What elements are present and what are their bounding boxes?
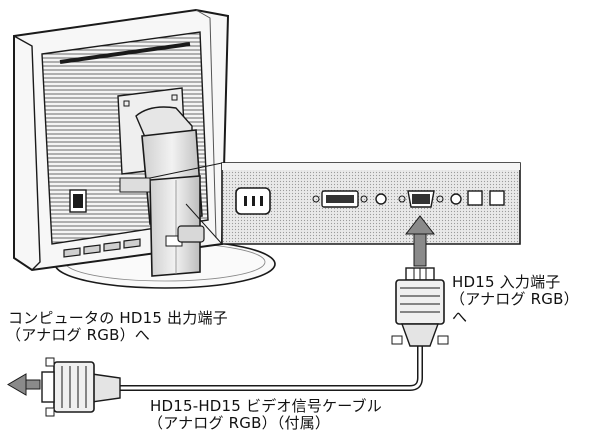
audio-jack-icon	[375, 193, 387, 205]
dvi-port-icon	[312, 190, 368, 208]
hd15-input-label-line2: （アナログ RGB）	[450, 290, 579, 308]
cable-label-line1: HD15-HD15 ビデオ信号ケーブル	[150, 397, 382, 415]
cable-connector-top-icon	[391, 267, 449, 347]
usb-port-icon	[467, 190, 483, 206]
computer-output-label-line2: （アナログ RGB）へ	[6, 326, 151, 344]
audio-jack-icon-2	[450, 193, 462, 205]
cable-label-line2: （アナログ RGB）（付属）	[148, 414, 331, 432]
cable-connector-left-icon	[41, 357, 121, 417]
ac-power-inlet-icon	[235, 187, 271, 215]
hd15-video-cable	[7, 267, 449, 417]
zoom-callout-lines	[149, 162, 223, 245]
monitor-rear-view	[13, 8, 276, 289]
hd15-input-port-icon	[398, 190, 444, 208]
hd15-input-label-line1: HD15 入力端子	[452, 273, 561, 291]
computer-output-label-line1: コンピュータの HD15 出力端子	[8, 309, 228, 327]
hd15-input-label-line3: へ	[452, 308, 468, 326]
insert-direction-arrow-icon	[404, 215, 436, 267]
usb-port-icon-2	[489, 190, 505, 206]
left-arrow-icon	[7, 373, 41, 396]
rear-connector-panel	[221, 162, 521, 245]
